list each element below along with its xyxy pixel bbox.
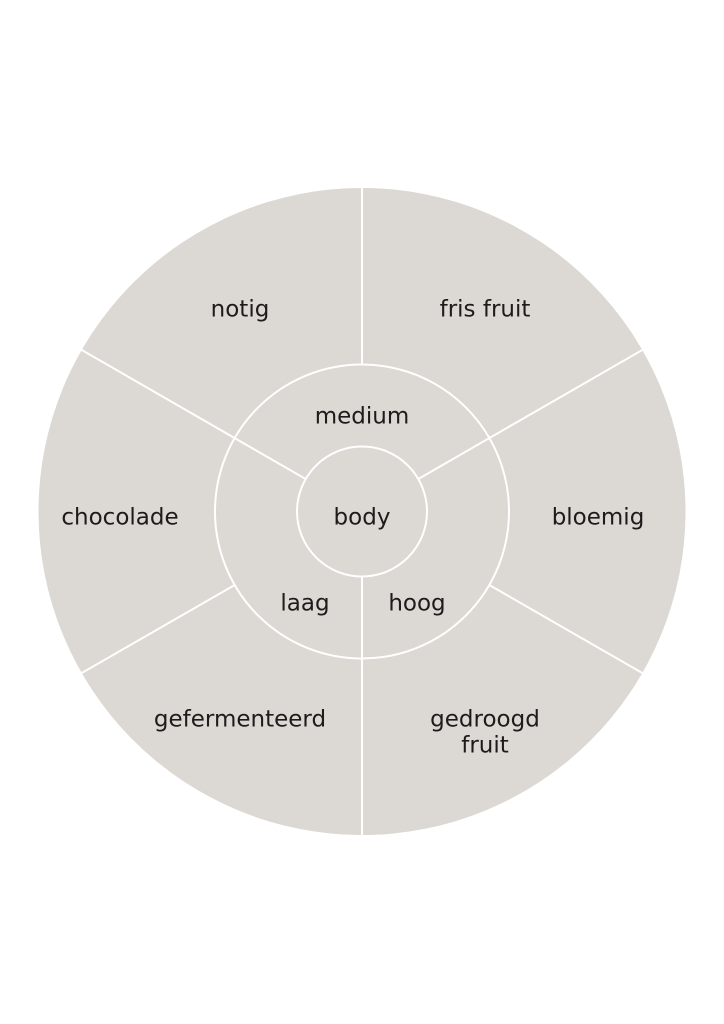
middle-segment-laag: laag	[280, 591, 329, 617]
outer-segment-notig: notig	[211, 297, 270, 323]
outer-segment-gedroogd-fruit-line2: fruit	[461, 733, 509, 759]
outer-segment-gefermenteerd: gefermenteerd	[154, 707, 326, 733]
spoke-upper-left	[79, 348, 307, 480]
center-label-body: body	[334, 505, 391, 531]
spoke-upper-right	[417, 348, 645, 480]
spoke-lower-left	[79, 584, 236, 675]
outer-segment-gedroogd-fruit-line1: gedroogd	[430, 707, 540, 733]
outer-disc	[38, 188, 686, 835]
middle-segment-hoog: hoog	[388, 591, 445, 617]
spoke-lower-right	[488, 584, 645, 675]
outer-segment-chocolade: chocolade	[61, 505, 178, 531]
outer-segment-fris-fruit: fris fruit	[440, 297, 531, 323]
outer-segment-bloemig: bloemig	[552, 505, 645, 531]
middle-segment-medium: medium	[315, 404, 410, 430]
